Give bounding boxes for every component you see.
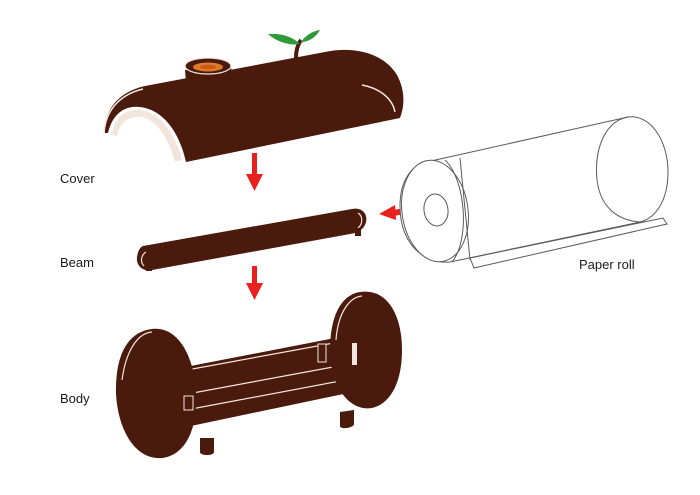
beam-rod: [136, 208, 367, 271]
body-part: [115, 291, 402, 459]
cover-back-rim: [361, 84, 396, 113]
cover-shell: [104, 49, 404, 163]
cover-inner: [112, 109, 182, 162]
knot-stub: [184, 57, 232, 88]
beam-end-left: [140, 251, 147, 267]
paper-roll-label: Paper roll: [579, 257, 635, 272]
beam-end-right: [357, 212, 363, 229]
body-end-right: [330, 291, 402, 409]
beam-label: Beam: [60, 255, 94, 270]
body-end-left: [115, 328, 197, 459]
cover-label: Cover: [60, 171, 95, 186]
down-arrow-icon: [246, 266, 263, 300]
down-arrow-icon: [246, 153, 263, 191]
cover-part: [103, 30, 404, 163]
body-label: Body: [60, 391, 90, 406]
sprout-icon: [268, 30, 320, 59]
cover-rim: [103, 88, 144, 135]
paper-roll-part: [399, 116, 669, 269]
beam-part: [136, 208, 367, 271]
